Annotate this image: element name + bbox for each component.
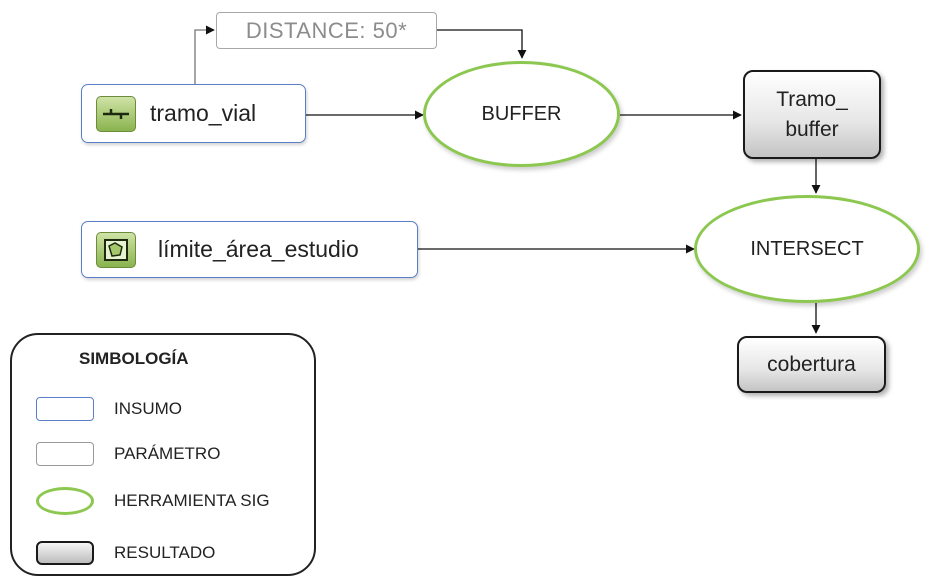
legend-item-herramienta: HERRAMIENTA SIG bbox=[36, 487, 270, 515]
legend-label-insumo: INSUMO bbox=[114, 399, 182, 418]
param-distance-label: DISTANCE: 50* bbox=[245, 17, 408, 43]
legend-item-resultado: RESULTADO bbox=[36, 539, 215, 567]
legend-title: SIMBOLOGÍA bbox=[79, 349, 189, 368]
input-tramo-vial-label: tramo_vial bbox=[150, 100, 257, 126]
polygon-feature-icon bbox=[96, 231, 136, 268]
legend-swatch-param bbox=[36, 442, 94, 466]
legend-item-parametro: PARÁMETRO bbox=[36, 440, 220, 468]
legend-label-resultado: RESULTADO bbox=[114, 543, 216, 562]
connector-param-to-buffer bbox=[437, 29, 527, 59]
connector-tramo-to-param bbox=[194, 25, 215, 85]
input-limite-area-estudio[interactable]: límite_área_estudio bbox=[81, 221, 418, 278]
tool-buffer[interactable]: BUFFER bbox=[423, 61, 620, 167]
legend-label-parametro: PARÁMETRO bbox=[114, 444, 221, 463]
tool-intersect[interactable]: INTERSECT bbox=[694, 195, 920, 303]
result-tramo-buffer-label-line1: Tramo_ bbox=[776, 87, 848, 111]
input-limite-label: límite_área_estudio bbox=[158, 236, 359, 262]
legend-label-herramienta: HERRAMIENTA SIG bbox=[114, 491, 270, 510]
tool-intersect-label: INTERSECT bbox=[750, 237, 864, 260]
legend-box: SIMBOLOGÍA INSUMO PARÁMETRO HERRAMIENTA … bbox=[10, 333, 316, 576]
legend-swatch-input bbox=[36, 397, 94, 421]
param-distance[interactable]: DISTANCE: 50* bbox=[216, 12, 437, 49]
legend-swatch-tool bbox=[36, 487, 94, 515]
line-feature-icon bbox=[96, 95, 136, 132]
result-cobertura-label: cobertura bbox=[767, 352, 856, 376]
result-tramo-buffer[interactable]: Tramo_ buffer bbox=[743, 70, 881, 159]
input-tramo-vial[interactable]: tramo_vial bbox=[81, 84, 306, 143]
tool-buffer-label: BUFFER bbox=[481, 102, 562, 125]
legend-item-insumo: INSUMO bbox=[36, 395, 182, 423]
result-tramo-buffer-label-line2: buffer bbox=[785, 117, 839, 141]
result-cobertura[interactable]: cobertura bbox=[737, 336, 886, 393]
legend-swatch-result bbox=[36, 541, 94, 565]
